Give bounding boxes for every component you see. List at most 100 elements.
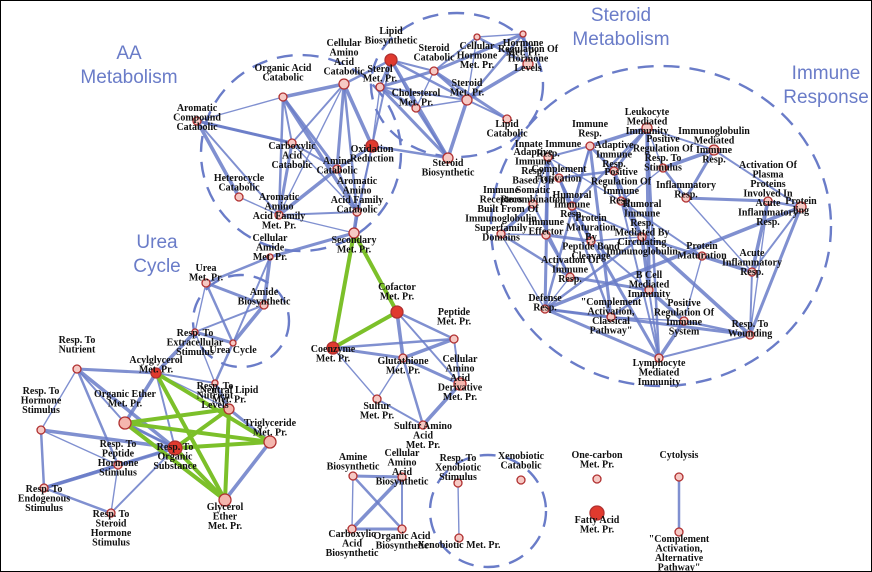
- node-humoral[interactable]: [567, 201, 577, 211]
- node-steroid_met[interactable]: [461, 94, 473, 106]
- node-sulfur_amino[interactable]: [418, 420, 428, 430]
- node-resp_endo[interactable]: [39, 483, 49, 493]
- node-innate[interactable]: [543, 152, 553, 162]
- node-one_carbon[interactable]: [592, 474, 602, 484]
- node-act_plasma[interactable]: [763, 196, 773, 206]
- node-resp_organic[interactable]: [167, 440, 183, 456]
- node-cell_amino_bio[interactable]: [397, 472, 407, 482]
- node-resp_horm_stim[interactable]: [36, 425, 46, 435]
- node-lipid_bio[interactable]: [384, 53, 398, 67]
- node-steroid_bio[interactable]: [442, 152, 454, 164]
- node-sulfur_met[interactable]: [372, 394, 382, 404]
- node-glutathione[interactable]: [398, 353, 408, 363]
- node-org_acid_cat[interactable]: [278, 92, 288, 102]
- node-label-line: Derivative: [438, 383, 483, 394]
- node-defense[interactable]: [540, 304, 550, 314]
- node-label-line: Wounding: [728, 329, 772, 340]
- node-cell_amino_deriv[interactable]: [453, 377, 467, 391]
- node-sterol[interactable]: [375, 82, 385, 92]
- node-oxred[interactable]: [365, 139, 379, 153]
- node-adaptive[interactable]: [609, 166, 619, 176]
- edge-resp_extra-urea_cycle: [193, 330, 235, 345]
- node-protein_mat_cleave[interactable]: [586, 236, 596, 246]
- node-urea_cycle[interactable]: [229, 339, 237, 347]
- node-horm_met[interactable]: [519, 30, 527, 38]
- node-immunoglobulin_imm[interactable]: [708, 144, 720, 156]
- node-xeno_cat[interactable]: [516, 475, 526, 485]
- edge-resp_xeno-xeno_met: [457, 482, 460, 539]
- node-steroid_cat[interactable]: [429, 66, 439, 76]
- node-cofactor[interactable]: [390, 305, 404, 319]
- node-org_acid_bio[interactable]: [397, 524, 407, 534]
- node-resp_nutr_lvl[interactable]: [211, 379, 219, 387]
- node-cell_amino_cat[interactable]: [338, 78, 350, 90]
- node-pos_reg_resp[interactable]: [658, 163, 668, 173]
- node-fatty_acid[interactable]: [589, 505, 605, 521]
- node-neutral_lipid[interactable]: [223, 403, 235, 415]
- node-xeno_met[interactable]: [454, 533, 464, 543]
- node-label-line: Resp. To: [59, 335, 96, 346]
- node-resp_wounding[interactable]: [745, 330, 755, 340]
- node-inflammatory[interactable]: [681, 193, 691, 203]
- node-activation_imm[interactable]: [565, 272, 575, 282]
- node-cholesterol[interactable]: [411, 103, 421, 113]
- node-carbox_bio[interactable]: [347, 524, 357, 534]
- node-label-line: Organic Acid: [255, 63, 312, 74]
- node-resp_steroid_horm[interactable]: [106, 508, 116, 518]
- node-resp_xeno[interactable]: [453, 478, 463, 488]
- edge-cell_amino_bio-carbox_bio: [350, 475, 404, 531]
- node-peptide_met[interactable]: [449, 334, 459, 344]
- node-b_cell[interactable]: [644, 285, 654, 295]
- node-immune_receptors[interactable]: [496, 229, 506, 239]
- edge-cholesterol-steroid_bio: [414, 106, 450, 160]
- node-secondary[interactable]: [348, 227, 360, 239]
- node-amide_bio[interactable]: [259, 300, 269, 310]
- node-reg_horm[interactable]: [522, 58, 534, 70]
- node-org_ether[interactable]: [118, 416, 132, 430]
- node-label-line: Met. Pr.: [399, 98, 434, 109]
- node-acute_inflam[interactable]: [747, 267, 757, 277]
- node-label-line: Resp.: [521, 166, 545, 177]
- node-cytolysis[interactable]: [674, 472, 684, 482]
- node-amine_cat[interactable]: [332, 164, 342, 174]
- node-arom_amino[interactable]: [274, 210, 284, 220]
- node-hetero_cat[interactable]: [234, 192, 244, 202]
- node-label-line: Stimulus: [99, 468, 137, 479]
- highlighted-edges: [123, 231, 399, 502]
- node-arom_amino_cat[interactable]: [352, 207, 362, 217]
- node-lymphocyte[interactable]: [654, 353, 664, 363]
- node-complement_act[interactable]: [554, 173, 564, 183]
- node-glycerol_ether[interactable]: [218, 493, 232, 507]
- node-label-line: Acute: [740, 248, 766, 259]
- node-resp_nutrient[interactable]: [72, 364, 82, 374]
- node-pos_reg_imm_sys[interactable]: [679, 316, 689, 326]
- node-complement_alt[interactable]: [674, 527, 684, 537]
- node-acylglycerol[interactable]: [150, 367, 162, 379]
- node-humoral_circ[interactable]: [637, 232, 647, 242]
- node-label-line: Catabolic: [218, 183, 260, 194]
- node-resp_extra[interactable]: [191, 328, 199, 336]
- node-arom_cat[interactable]: [192, 116, 202, 126]
- node-immune_resp[interactable]: [585, 141, 595, 151]
- node-immune_effector[interactable]: [541, 230, 551, 240]
- node-coenzyme[interactable]: [326, 341, 340, 355]
- node-carbox_cat[interactable]: [287, 138, 297, 148]
- node-lipid_cat[interactable]: [502, 114, 512, 124]
- node-pos_reg_imm[interactable]: [616, 196, 626, 206]
- node-protein_mat[interactable]: [697, 251, 707, 261]
- node-label-line: Amino: [446, 364, 475, 375]
- node-resp_pep_horm[interactable]: [113, 460, 123, 470]
- node-complement_classical[interactable]: [606, 312, 616, 322]
- node-protein_ling[interactable]: [795, 201, 807, 213]
- node-cell_amide[interactable]: [266, 253, 274, 261]
- node-triglyceride[interactable]: [263, 435, 277, 449]
- node-label-line: Inflammatory: [656, 180, 716, 191]
- node-amine_bio[interactable]: [348, 471, 358, 481]
- node-urea_met[interactable]: [201, 278, 211, 288]
- node-leukocyte_imm[interactable]: [641, 122, 653, 134]
- node-cell_horm[interactable]: [473, 33, 481, 41]
- node-adaptive_somatic[interactable]: [528, 199, 538, 209]
